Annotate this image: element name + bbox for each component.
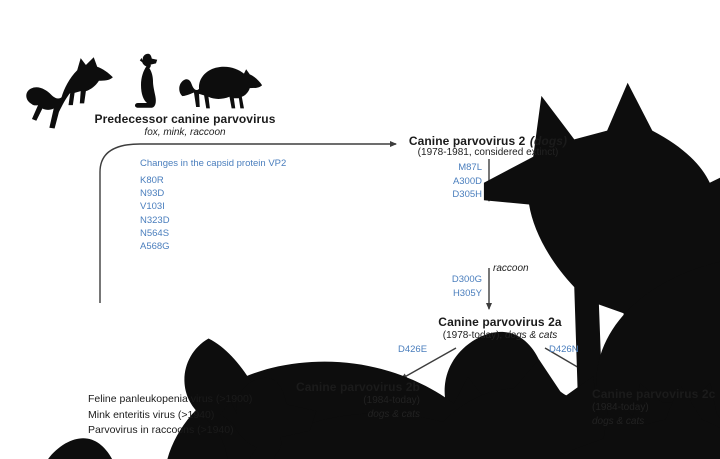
d426n-label: D426N: [549, 344, 579, 355]
raccoon-label: raccoon: [493, 263, 529, 274]
origin-virus-item: Mink enteritis virus (>1940): [88, 408, 215, 421]
arrow-cpv2a-to-cpv2b: [400, 347, 457, 380]
cpv2a-period: (1978-today),: [442, 330, 503, 341]
cpv2a-title: Canine parvovirus 2a: [438, 315, 562, 329]
origin-virus-item: Parvovirus in raccoons (>1940): [88, 424, 234, 436]
cpv2-subtitle: (1978-1981, considered extinct): [417, 147, 559, 158]
cpv2-title: Canine parvovirus 2: [408, 134, 526, 148]
vp2-mutation: V103I: [140, 201, 165, 213]
cpv2a-hosts: dogs & cats: [505, 330, 558, 341]
predecessor-title: Predecessor canine parvovirus: [94, 112, 276, 126]
d426e-label: D426E: [398, 344, 428, 355]
mutation-label: H305Y: [452, 287, 482, 299]
mutation-label: A300D: [452, 175, 482, 187]
raccoon-icon: [179, 66, 263, 109]
mutation-label: M87L: [458, 162, 482, 173]
cpv2-title-line: Canine parvovirus 2 (dogs): [398, 132, 578, 150]
vp2-mutation: A568G: [140, 241, 170, 253]
origin-virus-item: Feline panleukopenia virus (>1900): [88, 393, 253, 405]
vp2-changes-list: K80R N93D V103I N323D N564S A568G: [140, 174, 170, 253]
cpv2c-title: Canine parvovirus 2c: [592, 387, 716, 401]
mink-icon: [134, 53, 158, 108]
vp2-changes-heading: Changes in the capsid protein VP2: [140, 158, 287, 169]
cpv2b-title: Canine parvovirus 2b: [295, 380, 420, 394]
cpv2b-period: (1984-today): [363, 395, 420, 406]
vp2-mutation: N323D: [140, 214, 170, 226]
arrow-predecessor-to-cpv2: [99, 141, 397, 303]
mutation-label: D305H: [452, 189, 482, 200]
vp2-mutation: N93D: [140, 188, 165, 200]
cpv2c-hosts: dogs & cats: [592, 416, 645, 427]
predecessor-hosts: fox, mink, raccoon: [144, 127, 226, 138]
raccoon-to-cpv2a-mutations: D300G H305Y: [428, 273, 482, 300]
origin-viruses-list: Feline panleukopenia virus (>1900) Mink …: [88, 392, 252, 439]
cpv2-host-note: (dogs): [529, 134, 568, 148]
cpv2-to-raccoon-mutations: M87L A300D D305H: [428, 161, 482, 202]
vp2-mutation: N564S: [140, 227, 170, 239]
cpv2b-block: Canine parvovirus 2b (1984-today) dogs &…: [295, 380, 420, 422]
mutation-label: D300G: [451, 274, 482, 285]
cpv2b-hosts: dogs & cats: [367, 409, 420, 420]
cpv2a-subtitle: (1978-today), dogs & cats: [410, 330, 590, 341]
cpv2c-period: (1984-today): [592, 402, 649, 413]
cpv2c-block: Canine parvovirus 2c (1984-today) dogs &…: [592, 387, 717, 429]
vp2-mutation: K80R: [140, 175, 164, 186]
